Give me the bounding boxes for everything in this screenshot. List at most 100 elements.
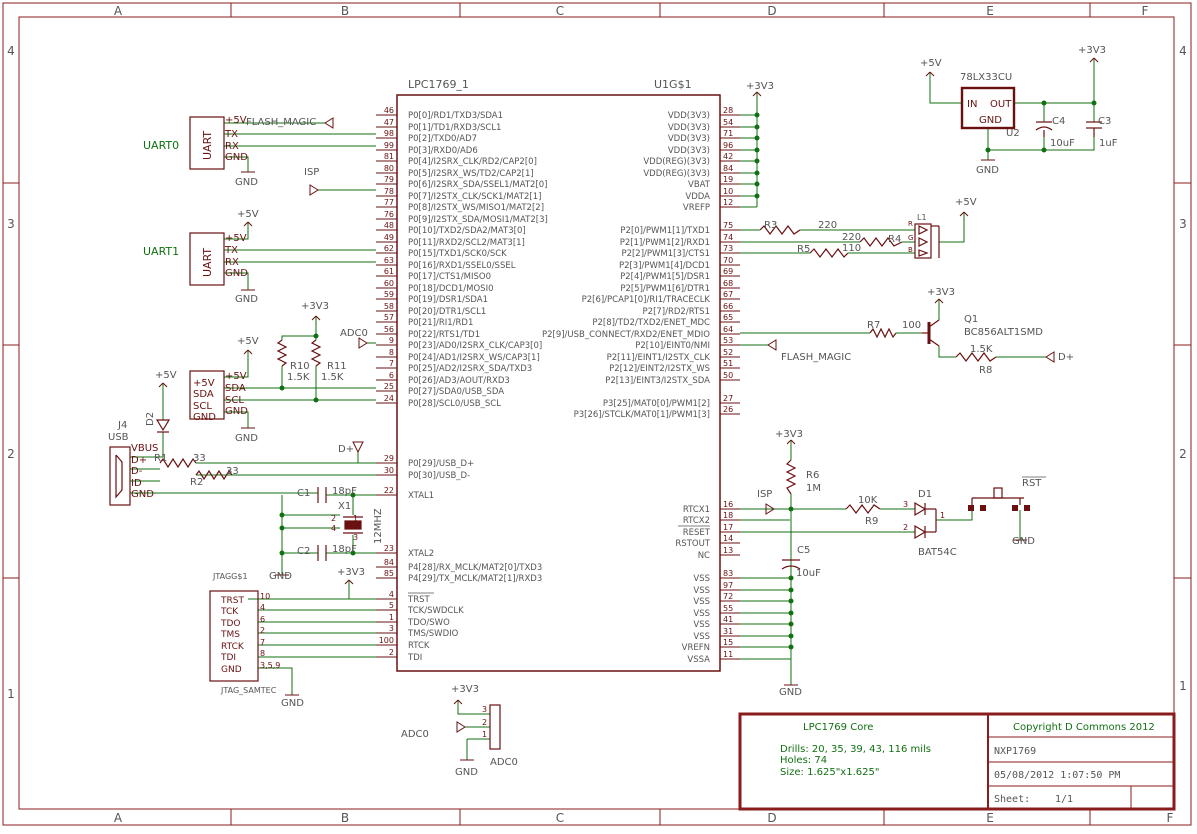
x1-label: X1 — [338, 501, 351, 512]
chip-pin-name: TCK/SWDCLK — [407, 606, 464, 616]
chip-pin-number: 59 — [384, 290, 394, 299]
chip-pin-number: 49 — [384, 233, 394, 242]
chip-pin-name: TDO/SWO — [407, 618, 450, 628]
adc0-label: ADC0 — [401, 729, 429, 740]
r7-value: 100 — [902, 320, 921, 331]
chip-pin-name: P0[5]/I2SRX_WS/TD2/CAP2[1] — [408, 169, 534, 179]
jtag-pin-number: 7 — [260, 638, 265, 647]
chip-pin-number: 83 — [723, 569, 733, 578]
usb-name: USB — [108, 432, 129, 443]
gnd-label: GND — [1012, 536, 1035, 547]
dplus-label: D+ — [1058, 352, 1074, 363]
chip-pin-number: 63 — [384, 256, 394, 265]
chip-pin-number: 2 — [389, 648, 394, 657]
chip-pin-number: 46 — [384, 106, 394, 115]
adc0-conn-name: ADC0 — [490, 757, 518, 768]
r9-label: R9 — [865, 516, 878, 527]
r4-value: 220 — [842, 232, 861, 243]
chip-pin-number: 4 — [389, 590, 394, 599]
chip-pin-number: 29 — [384, 454, 394, 463]
wires — [130, 58, 1095, 760]
flash-magic-label: FLASH_MAGIC — [781, 352, 851, 363]
chip-pin-name: RSTOUT — [675, 539, 710, 549]
chip-right-pins: 28VDD(3V3)54VDD(3V3)71VDD(3V3)96VDD(3V3)… — [542, 106, 1046, 665]
adc-pin: 3 — [482, 705, 487, 714]
chip-pin-name: VDD(REG)(3V3) — [643, 157, 710, 167]
chip-pin-name: P0[1]/TD1/RXD3/SCL1 — [408, 123, 501, 133]
jtag-pin-number: 6 — [260, 615, 265, 624]
chip-pin-name: P0[16]/RXD1/SSEL0/SSEL — [408, 261, 516, 271]
chip-pin-name: VDD(REG)(3V3) — [643, 169, 710, 179]
chip-pin-name: P2[8]/TD2/TXD2/ENET_MDC — [592, 318, 710, 328]
gnd-label: GND — [779, 687, 802, 698]
jtag-pin-name: TDI — [220, 653, 236, 663]
c4-label: C4 — [1052, 116, 1065, 127]
col-label: D — [767, 811, 776, 825]
r8 — [955, 352, 997, 362]
regulator-box — [960, 86, 1016, 130]
chip-pin-number: 74 — [723, 233, 733, 242]
regulator-ref: U2 — [1006, 128, 1020, 139]
r10 — [276, 339, 288, 367]
chip-pin-number: 84 — [723, 164, 733, 173]
i2c-box — [189, 370, 225, 420]
drills-text: Drills: 20, 35, 39, 43, 116 mils — [780, 744, 931, 755]
supply-symbols — [158, 57, 1099, 761]
copyright-text: Copyright D Commons 2012 — [1013, 722, 1155, 733]
chip-pin-name: VDD(3V3) — [668, 134, 710, 144]
c3-value: 1uF — [1099, 138, 1118, 149]
col-label: F — [1142, 4, 1149, 18]
chip-pin-name: P0[10]/TXD2/SDA2/MAT3[0] — [408, 226, 526, 236]
adc0-label: ADC0 — [340, 328, 368, 339]
r9-value: 10K — [858, 495, 878, 506]
r11-value: 1.5K — [321, 372, 344, 383]
supply-label: +3V3 — [337, 567, 365, 578]
chip-pin-name: TRST — [407, 595, 430, 605]
chip-pin-number: 42 — [723, 152, 733, 161]
chip-pin-name: P2[5]/PWM1[6]/DTR1 — [620, 284, 710, 294]
col-label: A — [114, 811, 123, 825]
q1-ref: Q1 — [964, 314, 978, 325]
chip-pin-number: 19 — [723, 175, 733, 184]
adc-pin: 1 — [482, 730, 487, 739]
frame-labels: A B C D E F A B C D E F 4 3 2 1 4 3 2 1 — [7, 4, 1187, 825]
chip-pin-name: VSS — [693, 586, 710, 596]
chip-pin-name: P3[26]/STCLK/MAT0[1]/PWM1[3] — [574, 410, 710, 420]
chip-left-pins: 46P0[0]/RD1/TXD3/SDA147P0[1]/TD1/RXD3/SC… — [376, 106, 548, 663]
d1-pin: 1 — [940, 511, 945, 520]
i2c-wire: +5V — [225, 371, 247, 382]
part-text: NXP1769 — [994, 746, 1036, 757]
c2-value: 18pF — [332, 544, 357, 555]
chip-pin-number: 62 — [384, 244, 394, 253]
chip-pin-number: 57 — [384, 313, 394, 322]
chip-pin-number: 68 — [723, 279, 733, 288]
chip-pin-number: 27 — [723, 394, 733, 403]
chip-pin-name: P0[28]/SCL0/USB_SCL — [408, 399, 501, 409]
uart1-pin: +5V — [225, 233, 247, 244]
chip-pin-number: 50 — [723, 371, 733, 380]
chip-pin-number: 73 — [723, 244, 733, 253]
adc-connector — [489, 704, 501, 750]
chip-pin-number: 79 — [384, 175, 394, 184]
chip-pin-number: 71 — [723, 129, 733, 138]
supply-label: +5V — [155, 370, 177, 381]
i2c-pin: SCL — [193, 401, 212, 412]
gnd-label: GND — [235, 294, 258, 305]
flash-magic-label: FLASH_MAGIC — [246, 117, 316, 128]
uart1-pin: RX — [225, 257, 239, 268]
chip-pin-name: P2[11]/EINT1/I2STX_CLK — [607, 353, 711, 363]
isp-label: ISP — [304, 167, 319, 178]
r9 — [845, 504, 881, 514]
led-g: G — [908, 234, 913, 242]
r5-label: R5 — [797, 244, 810, 255]
parts — [109, 86, 1102, 750]
chip-pin-number: 30 — [384, 466, 394, 475]
size-text: Size: 1.625"x1.625" — [780, 767, 879, 778]
gnd-label: GND — [281, 698, 304, 709]
uart1-name: UART1 — [143, 245, 179, 258]
chip-pin-number: 76 — [384, 210, 394, 219]
chip-pin-number: 97 — [723, 581, 733, 590]
uart0-pin: +5V — [225, 115, 247, 126]
jtag-pin-number: 8 — [260, 649, 265, 658]
i2c-pin: +5V — [193, 378, 215, 389]
